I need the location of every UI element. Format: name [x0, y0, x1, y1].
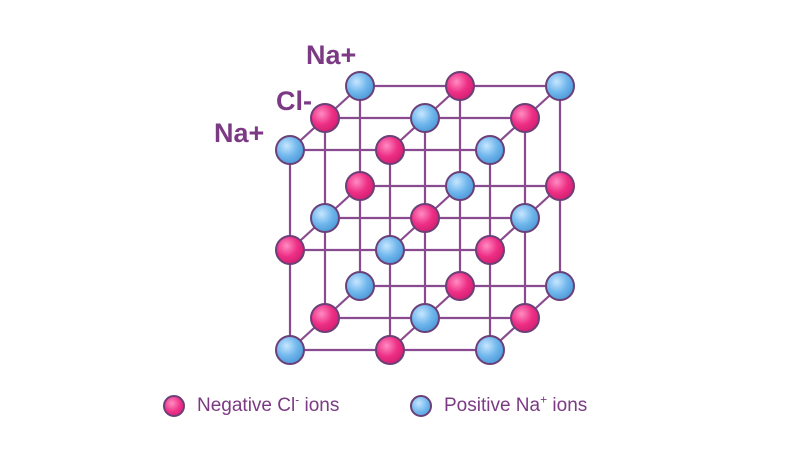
legend-negative-text: Negative Cl- ions [197, 392, 340, 416]
na-ion-sphere [475, 135, 505, 165]
cl-ion-sphere [310, 103, 340, 133]
na-ion-sphere [410, 103, 440, 133]
na-ion-sphere [545, 71, 575, 101]
na-ion-sphere [310, 203, 340, 233]
na-ion-swatch-icon [410, 395, 432, 417]
cl-ion-sphere [375, 135, 405, 165]
legend-negative: Negative Cl- ions [163, 391, 339, 421]
cl-ion-sphere [345, 171, 375, 201]
cl-ion-sphere [510, 303, 540, 333]
cl-ion-sphere [310, 303, 340, 333]
cl-ion-sphere [545, 171, 575, 201]
na-ion-sphere [345, 71, 375, 101]
na-ion-sphere [375, 235, 405, 265]
na-ion-sphere [445, 171, 475, 201]
na-ion-sphere [345, 271, 375, 301]
label-cl: Cl- [276, 86, 312, 116]
na-ion-sphere [545, 271, 575, 301]
cl-ion-sphere [375, 335, 405, 365]
na-ion-sphere [510, 203, 540, 233]
cl-ion-sphere [475, 235, 505, 265]
cl-ion-sphere [445, 71, 475, 101]
na-ion-sphere [475, 335, 505, 365]
cl-ion-sphere [275, 235, 305, 265]
cl-ion-sphere [410, 203, 440, 233]
cl-ion-sphere [510, 103, 540, 133]
cl-ion-swatch-icon [163, 395, 185, 417]
legend-positive-text: Positive Na+ ions [444, 392, 588, 416]
ion-spheres [275, 71, 575, 365]
label-na-bottom: Na+ [214, 118, 265, 148]
legend-positive: Positive Na+ ions [410, 391, 587, 421]
label-na-top: Na+ [306, 40, 357, 70]
na-ion-sphere [410, 303, 440, 333]
cl-ion-sphere [445, 271, 475, 301]
na-ion-sphere [275, 135, 305, 165]
na-ion-sphere [275, 335, 305, 365]
